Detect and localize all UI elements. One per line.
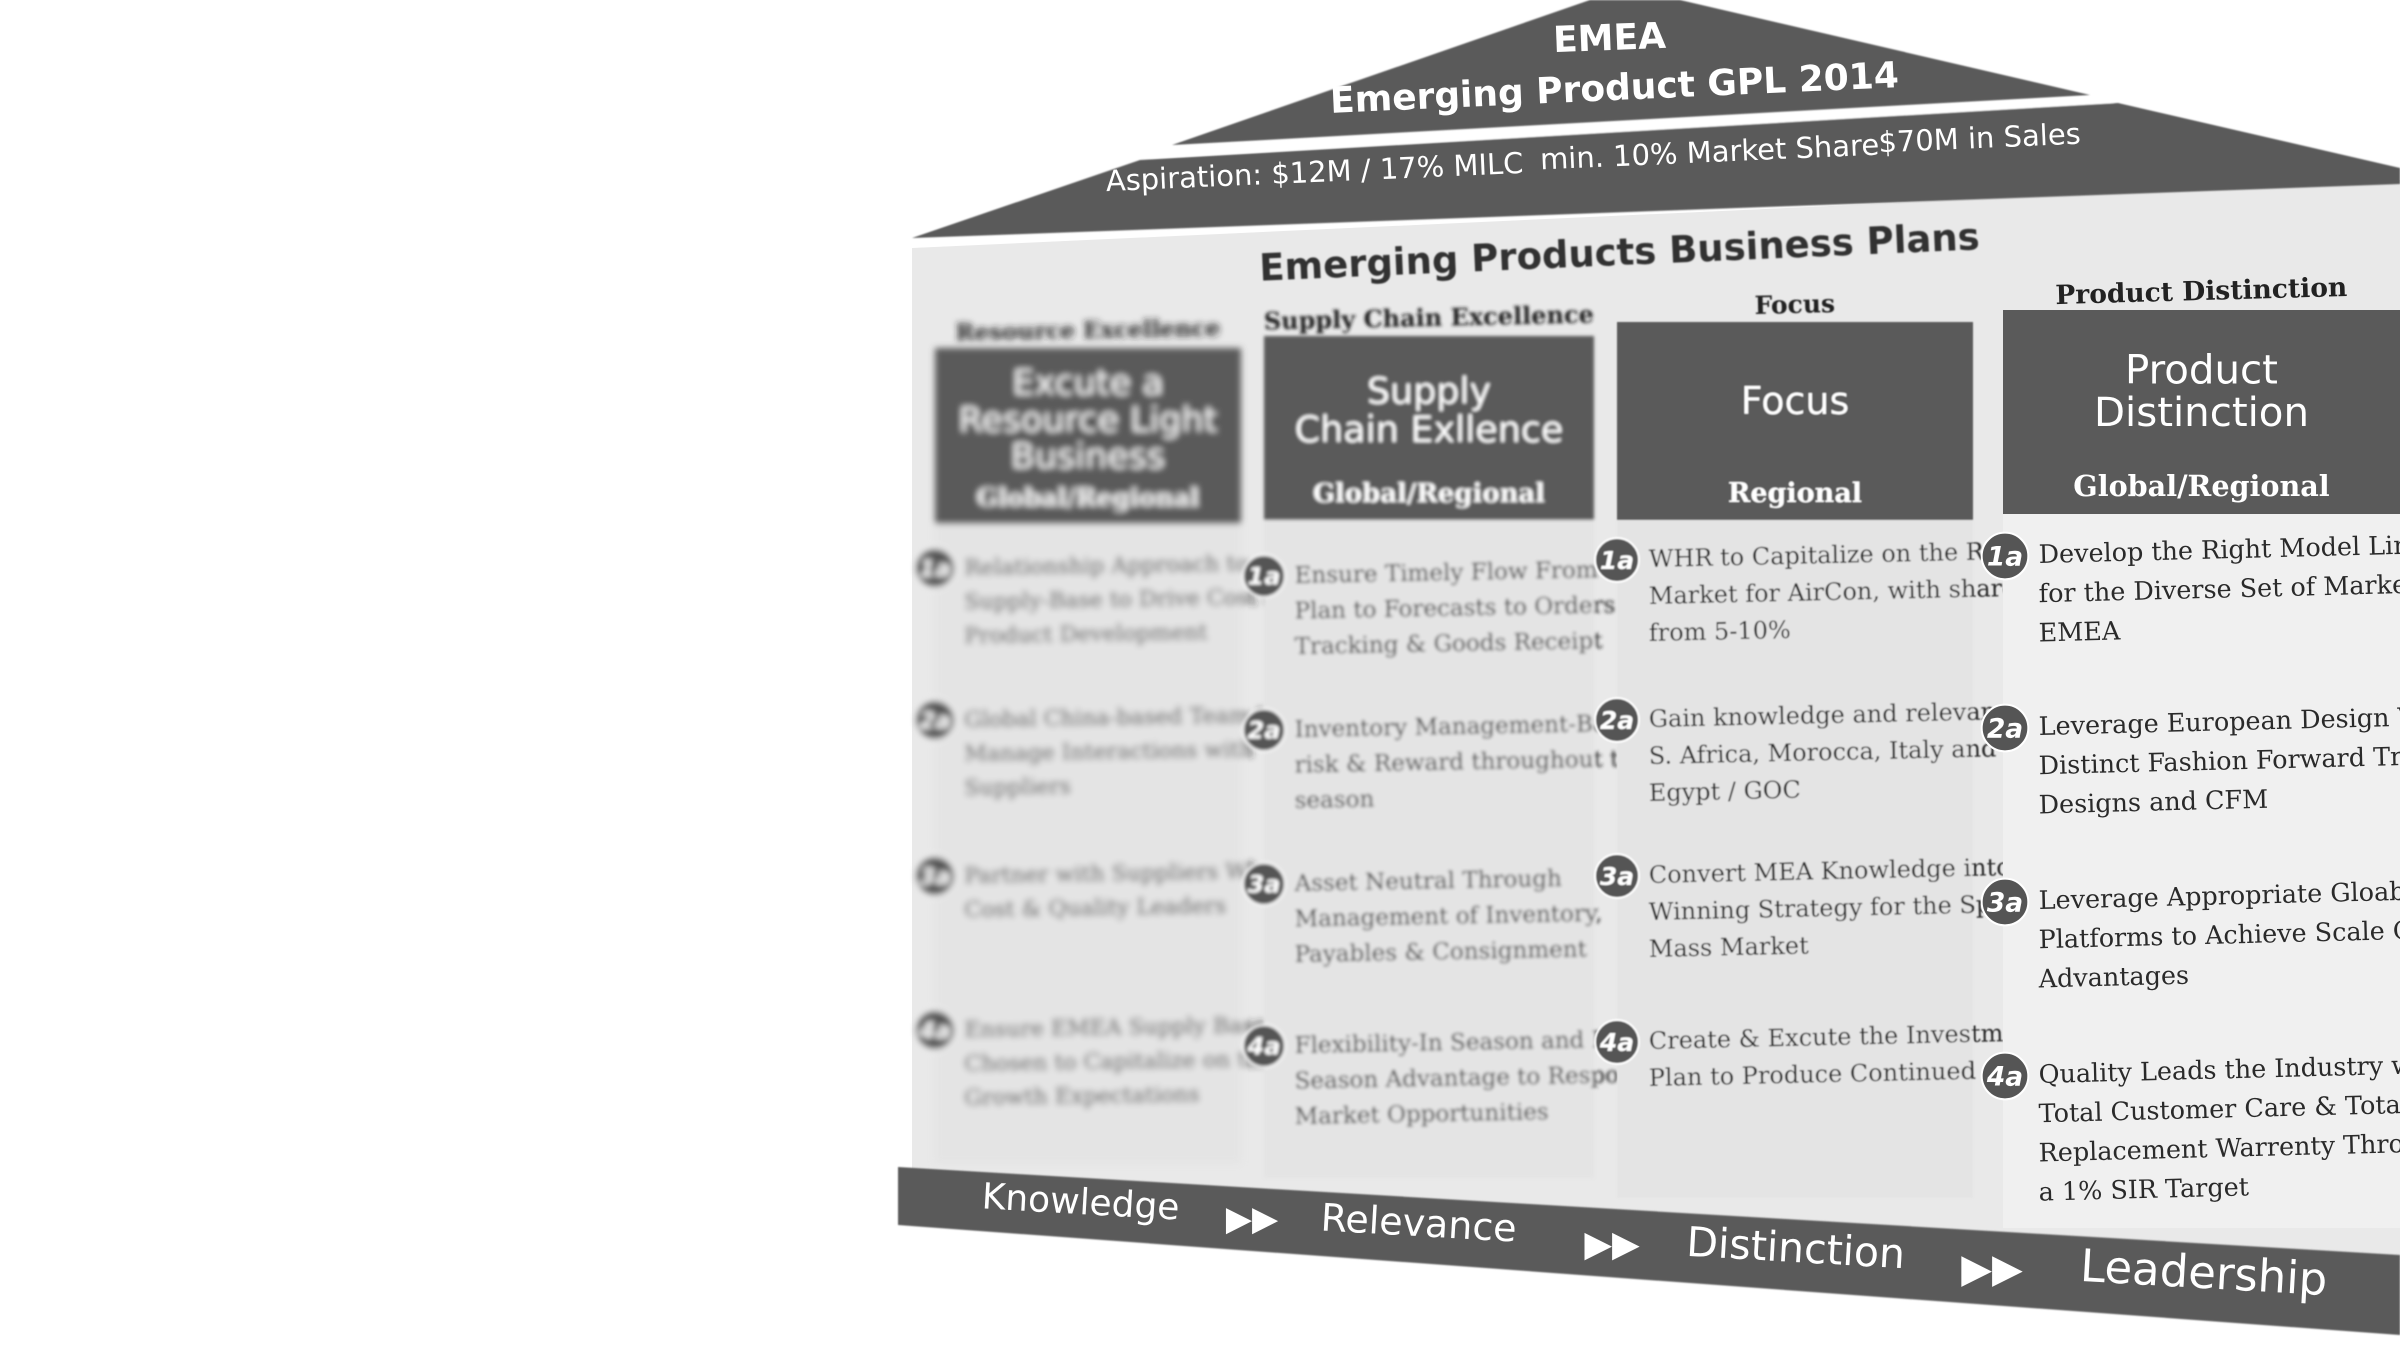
badge-circle bbox=[1980, 1051, 2030, 1101]
item-text-line: Global China-based Team to bbox=[964, 703, 1279, 733]
fast-forward-icon: ▶▶ bbox=[1584, 1224, 1640, 1265]
item-text-line: a 1% SIR Target bbox=[2038, 1171, 2250, 1206]
column-header bbox=[935, 348, 1241, 524]
badge-circle bbox=[913, 698, 957, 742]
badge-circle bbox=[913, 546, 957, 590]
badge-circle bbox=[1980, 531, 2030, 581]
roof-separator bbox=[1150, 97, 2120, 158]
column-body bbox=[2003, 512, 2400, 1228]
item-badge: 2a bbox=[1248, 717, 1281, 745]
column-title-line: Focus bbox=[1741, 379, 1850, 423]
item-badge: 4a bbox=[918, 1018, 951, 1044]
column-scope: Global/Regional bbox=[977, 483, 1200, 512]
item-text-line: Market Opportunities bbox=[1294, 1099, 1549, 1130]
badge-circle bbox=[1241, 553, 1287, 599]
item-badge: 1a bbox=[1600, 546, 1634, 575]
item-badge: 2a bbox=[1987, 714, 2023, 745]
badge-circle bbox=[1594, 1019, 1640, 1065]
foundation-band bbox=[898, 1167, 2400, 1335]
column-label: Supply Chain Excellence bbox=[1263, 300, 1594, 336]
item-text-line: from 5-10% bbox=[1649, 616, 1792, 647]
item-badge: 1a bbox=[1248, 563, 1281, 591]
item-badge: 3a bbox=[919, 864, 951, 890]
column-scope: Global/Regional bbox=[1313, 479, 1545, 509]
item-badge: 4a bbox=[1247, 1033, 1281, 1061]
item-text-line: Egypt / GOC bbox=[1649, 776, 1802, 807]
item-text-line: Management of Inventory, bbox=[1294, 901, 1602, 933]
badge-circle bbox=[913, 854, 957, 898]
item-text-line: Manage Interactions with bbox=[964, 738, 1254, 768]
column-label: Focus bbox=[1754, 289, 1835, 320]
badge-circle bbox=[1241, 1023, 1287, 1069]
column-title-line: Chain Exllence bbox=[1295, 408, 1564, 451]
item-text-line: season bbox=[1294, 787, 1374, 815]
item-text-line: Suppliers bbox=[964, 774, 1071, 801]
badge-circle bbox=[1594, 853, 1640, 899]
roof bbox=[912, 0, 2400, 238]
item-text-line: Asset Neutral Through bbox=[1293, 866, 1562, 897]
item-badge: 4a bbox=[1986, 1062, 2023, 1093]
roof-peak bbox=[1172, 0, 2090, 145]
badge-circle bbox=[913, 1008, 957, 1052]
column-header bbox=[2003, 310, 2400, 514]
column-title-line: Supply bbox=[1367, 369, 1491, 412]
item-badge: 1a bbox=[919, 556, 951, 582]
badge-circle bbox=[1594, 537, 1640, 583]
column-title-line: Excute a bbox=[1012, 364, 1163, 404]
fast-forward-icon: ▶▶ bbox=[1961, 1246, 2023, 1292]
badge-circle bbox=[1241, 861, 1287, 907]
badge-circle bbox=[1594, 697, 1640, 743]
column-header bbox=[1264, 336, 1594, 520]
item-badge: 3a bbox=[1987, 888, 2023, 919]
item-badge: 3a bbox=[1248, 871, 1281, 899]
item-text-line: Mass Market bbox=[1649, 931, 1810, 963]
column-title-line: Product bbox=[2125, 347, 2278, 393]
column-header bbox=[1617, 322, 1973, 520]
item-text-line: Ensure EMEA Supply Base is bbox=[964, 1013, 1292, 1043]
column-scope: Global/Regional bbox=[2073, 469, 2330, 503]
item-text-line: Designs and CFM bbox=[2038, 784, 2268, 820]
column-4: Product DistinctionProductDistinctionGlo… bbox=[1980, 272, 2400, 1228]
item-text-line: Cost & Quality Leaders bbox=[964, 894, 1226, 923]
column-title-line: Distinction bbox=[2094, 390, 2309, 436]
item-text-line: Growth Expectations bbox=[964, 1082, 1200, 1111]
column-body bbox=[935, 522, 1241, 1163]
item-badge: 1a bbox=[1987, 542, 2023, 573]
item-text-line: Payables & Consignment bbox=[1294, 937, 1587, 969]
item-text-line: Tracking & Goods Receipt bbox=[1294, 628, 1603, 660]
column-title-line: Business bbox=[1011, 437, 1165, 477]
column-body bbox=[1264, 518, 1594, 1178]
item-badge: 3a bbox=[1600, 862, 1634, 891]
badge-circle bbox=[1241, 707, 1287, 753]
fast-forward-icon: ▶▶ bbox=[1226, 1199, 1279, 1239]
aspiration-band bbox=[912, 103, 2400, 238]
item-badge: 4a bbox=[1599, 1028, 1634, 1057]
column-label: Resource Excellence bbox=[955, 315, 1220, 347]
column-scope: Regional bbox=[1728, 478, 1862, 509]
item-text-line: Advantages bbox=[2037, 960, 2189, 994]
item-text-line: Relationship Approach to bbox=[964, 552, 1248, 581]
badge-circle bbox=[1980, 877, 2030, 927]
item-badge: 2a bbox=[1600, 706, 1634, 735]
column-body bbox=[1617, 518, 1973, 1198]
item-text-line: EMEA bbox=[2038, 615, 2121, 647]
item-text-line: Product Development bbox=[964, 620, 1208, 649]
badge-circle bbox=[1980, 703, 2030, 753]
column-title-line: Resource Light bbox=[959, 400, 1218, 440]
roof-line-1: EMEA bbox=[1552, 16, 1666, 61]
item-text-line: Supply-Base to Drive Cost & bbox=[964, 585, 1284, 615]
item-badge: 2a bbox=[919, 708, 951, 734]
